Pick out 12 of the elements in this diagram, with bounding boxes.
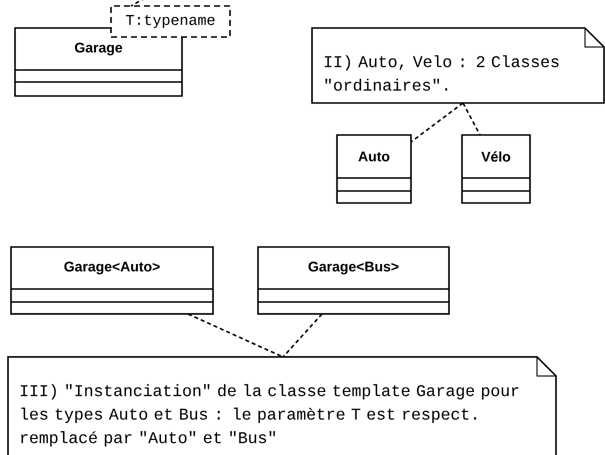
note-link bbox=[188, 313, 284, 358]
template-parameter-box: T:typename bbox=[110, 5, 231, 38]
note-box: III) "Instanciation" de la classe template Garage pour les types Auto et Bus : le paramètre T est respect. remplacé par "Auto" et "Bus" bbox=[7, 356, 557, 455]
note-link bbox=[462, 102, 481, 136]
class-box: Auto bbox=[336, 134, 412, 204]
class-box: Garage<Auto> bbox=[10, 246, 214, 315]
note-link bbox=[410, 102, 464, 143]
note-link bbox=[282, 313, 323, 358]
note-box: II) Auto, Velo : 2 Classes "ordinaires". bbox=[311, 27, 605, 104]
class-box: Garage<Bus> bbox=[257, 246, 450, 315]
note-link bbox=[130, 0, 146, 7]
class-box: Vélo bbox=[461, 134, 531, 204]
